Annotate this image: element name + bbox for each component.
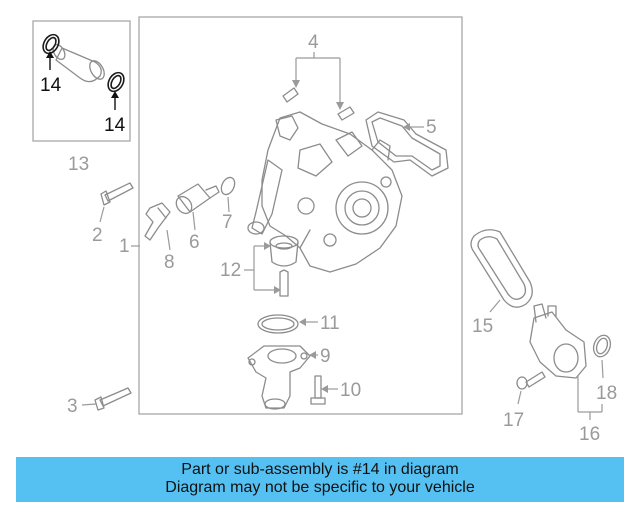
sensor-part-6 bbox=[175, 183, 220, 215]
leader-14-lower bbox=[111, 91, 119, 110]
leader-15 bbox=[489, 299, 501, 313]
callout-18[interactable]: 18 bbox=[596, 383, 617, 404]
callout-6[interactable]: 6 bbox=[189, 232, 200, 253]
callout-14-lower[interactable]: 14 bbox=[104, 115, 126, 136]
leader-6 bbox=[192, 211, 196, 231]
callout-12[interactable]: 12 bbox=[220, 260, 241, 281]
leader-17 bbox=[517, 390, 522, 405]
gasket-part-5 bbox=[365, 111, 449, 177]
info-banner: Part or sub-assembly is #14 in diagram D… bbox=[16, 457, 624, 502]
leader-18 bbox=[601, 359, 604, 379]
callout-2[interactable]: 2 bbox=[92, 225, 103, 246]
leader-4 bbox=[292, 52, 344, 110]
callout-15[interactable]: 15 bbox=[472, 316, 493, 337]
leader-12 bbox=[244, 242, 281, 294]
dowel-pin-part-4a bbox=[282, 87, 299, 103]
callout-10[interactable]: 10 bbox=[340, 380, 361, 401]
callout-5[interactable]: 5 bbox=[426, 117, 437, 138]
callout-16[interactable]: 16 bbox=[579, 424, 600, 445]
leader-7 bbox=[227, 196, 230, 213]
callout-4[interactable]: 4 bbox=[308, 32, 319, 53]
bracket-part-8 bbox=[144, 202, 171, 241]
thermostat-part-12 bbox=[269, 235, 299, 297]
bolt-part-3 bbox=[94, 387, 132, 411]
dowel-pin-part-4b bbox=[337, 106, 355, 121]
leader-2 bbox=[99, 206, 105, 223]
callout-3[interactable]: 3 bbox=[67, 396, 78, 417]
bolt-part-2 bbox=[100, 182, 134, 206]
parts-diagram: 14 14 13 2 3 1 8 6 7 bbox=[32, 16, 617, 445]
callout-14-upper[interactable]: 14 bbox=[40, 75, 62, 96]
leader-14-upper bbox=[46, 51, 54, 70]
callout-13[interactable]: 13 bbox=[68, 154, 89, 175]
pump-part-16 bbox=[529, 303, 587, 379]
bolt-part-10 bbox=[310, 375, 326, 405]
inset-frame-13 bbox=[32, 20, 131, 142]
o-ring-14-lower[interactable] bbox=[105, 70, 127, 94]
seal-part-18 bbox=[592, 334, 612, 358]
main-assembly-frame bbox=[138, 16, 463, 415]
callout-8[interactable]: 8 bbox=[164, 252, 175, 273]
seal-part-7 bbox=[220, 176, 236, 196]
callout-9[interactable]: 9 bbox=[320, 346, 331, 367]
banner-line-1: Part or sub-assembly is #14 in diagram bbox=[181, 461, 459, 478]
callout-7[interactable]: 7 bbox=[222, 212, 233, 233]
callout-1[interactable]: 1 bbox=[119, 236, 130, 257]
water-pump-housing bbox=[247, 111, 403, 273]
belt-part-15 bbox=[470, 229, 533, 308]
outlet-housing-part-9 bbox=[247, 345, 311, 410]
banner-line-2: Diagram may not be specific to your vehi… bbox=[165, 479, 475, 496]
o-ring-14-upper[interactable] bbox=[40, 32, 62, 56]
leader-3 bbox=[81, 403, 97, 406]
callout-17[interactable]: 17 bbox=[503, 410, 524, 431]
bolt-part-17 bbox=[516, 371, 546, 390]
leader-8 bbox=[166, 229, 171, 251]
leader-16 bbox=[577, 376, 603, 420]
callout-11[interactable]: 11 bbox=[320, 313, 340, 334]
o-ring-part-11 bbox=[257, 314, 299, 334]
